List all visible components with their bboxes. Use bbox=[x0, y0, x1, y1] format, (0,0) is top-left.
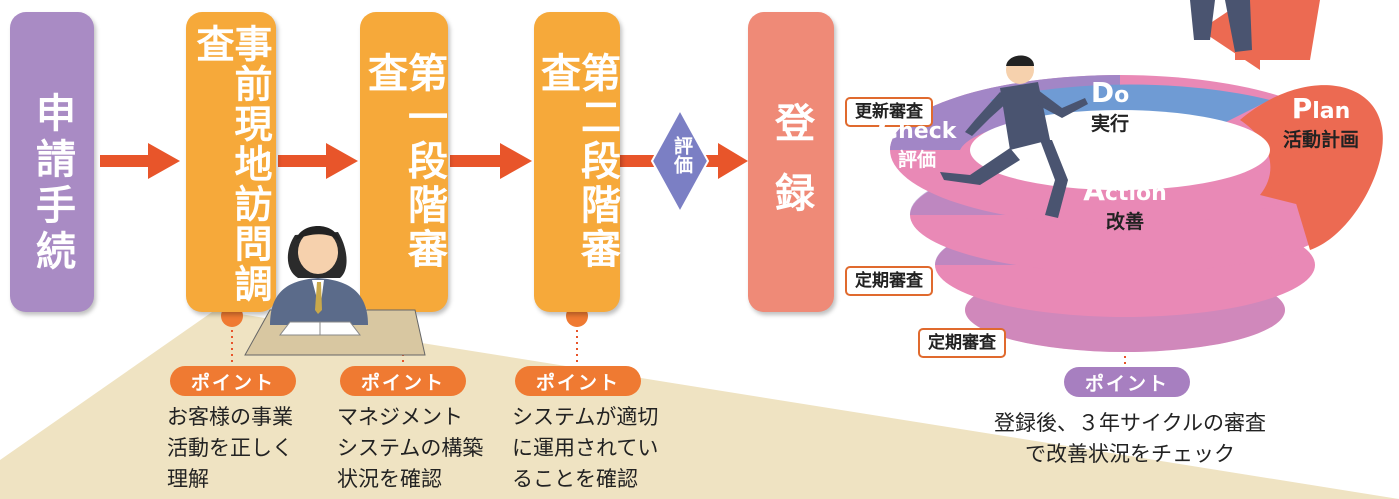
step-application-label: 申請手続 bbox=[29, 92, 75, 276]
arrow-3-shaft bbox=[450, 155, 502, 167]
point-desc-2: マネジメント システムの構築 状況を確認 bbox=[337, 405, 484, 491]
arrow-2-shaft bbox=[278, 155, 328, 167]
check-label: Check 評価 bbox=[862, 112, 972, 172]
step-preliminary-visit-label: 事前現地訪問調査 bbox=[190, 24, 272, 304]
point-badge-2: ポイント bbox=[340, 366, 466, 396]
step-stage1-review-label: 第一段階審査 bbox=[361, 52, 447, 272]
action-label: Action 改善 bbox=[1065, 174, 1185, 234]
arrow-1-shaft bbox=[100, 155, 150, 167]
point-desc-3: システムが適切 に運用されてい ることを確認 bbox=[512, 405, 659, 491]
check-initial: C bbox=[877, 112, 899, 145]
do-initial: D bbox=[1090, 76, 1115, 109]
plan-initial: P bbox=[1291, 92, 1313, 125]
plan-label: Plan 活動計画 bbox=[1256, 92, 1386, 152]
tag-periodic-review-2: 定期審査 bbox=[918, 328, 1006, 358]
tag-renewal-review: 更新審査 bbox=[845, 97, 933, 127]
eval-diamond bbox=[650, 107, 710, 215]
action-initial: A bbox=[1083, 174, 1105, 207]
step-stage2-review: 第二段階審査 bbox=[534, 12, 620, 312]
point-badge-1: ポイント bbox=[170, 366, 296, 396]
plan-jp: 活動計画 bbox=[1282, 129, 1359, 151]
pdca-spiral bbox=[890, 0, 1383, 352]
check-rest: heck bbox=[898, 119, 957, 144]
figure-legs-top bbox=[1190, 0, 1252, 52]
tag-periodic-review-1: 定期審査 bbox=[845, 266, 933, 296]
step-stage2-review-label: 第二段階審査 bbox=[534, 52, 620, 272]
arrow-2-head bbox=[326, 143, 358, 179]
point-desc-1: お客様の事業 活動を正しく 理解 bbox=[167, 405, 293, 491]
arrow-3-head bbox=[500, 143, 532, 179]
point-desc-4: 登録後、３年サイクルの審査 で改善状況をチェック bbox=[994, 411, 1266, 466]
arrow-1-head bbox=[148, 143, 180, 179]
plan-rest: lan bbox=[1312, 99, 1351, 124]
check-jp: 評価 bbox=[897, 149, 936, 171]
step-preliminary-visit: 事前現地訪問調査 bbox=[186, 12, 276, 312]
point-badge-4: ポイント bbox=[1064, 367, 1190, 397]
action-rest: ction bbox=[1104, 181, 1167, 206]
arrow-5-head bbox=[718, 143, 748, 179]
step-registration-label: 登録 bbox=[768, 102, 814, 242]
runner-figure bbox=[940, 55, 1088, 218]
eval-label: 評価 bbox=[671, 136, 693, 174]
step-stage1-review: 第一段階審査 bbox=[360, 12, 448, 312]
auditor-illustration bbox=[244, 226, 426, 356]
arrow-4-shaft bbox=[620, 155, 655, 167]
do-jp: 実行 bbox=[1090, 113, 1129, 135]
step-application: 申請手続 bbox=[10, 12, 94, 312]
step-registration: 登録 bbox=[748, 12, 834, 312]
action-jp: 改善 bbox=[1105, 211, 1144, 233]
point-badge-3: ポイント bbox=[515, 366, 641, 396]
do-label: Do 実行 bbox=[1055, 76, 1165, 136]
do-rest: o bbox=[1114, 83, 1130, 108]
